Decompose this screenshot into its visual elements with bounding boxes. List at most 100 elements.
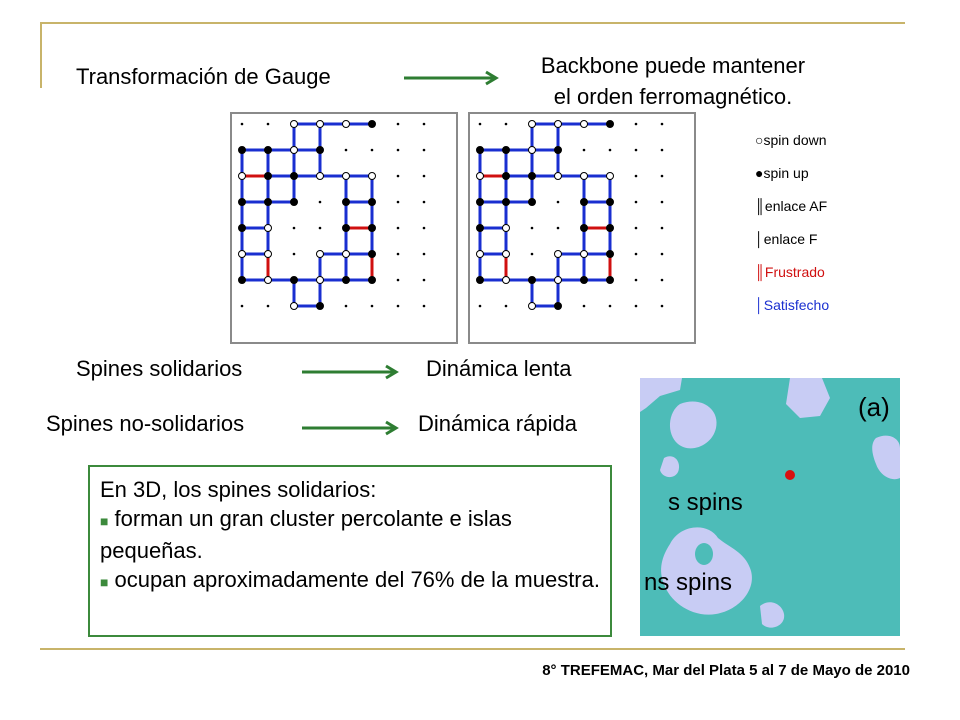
spin-up-site [502, 146, 510, 154]
spin-up-site [528, 172, 536, 180]
spin-down-site [290, 146, 298, 154]
top-rule [40, 22, 905, 24]
island [669, 401, 717, 449]
empty-site [530, 252, 534, 256]
spin-down-site [476, 250, 484, 258]
empty-site [396, 226, 400, 230]
legend-item: ●spin up [755, 165, 809, 181]
spin-up-site [476, 146, 484, 154]
spin-down-site [554, 276, 562, 284]
summary-list: ■forman un gran cluster percolante e isl… [100, 504, 600, 597]
legend-symbol-icon: │ [755, 231, 764, 247]
legend-item: ║enlace AF [755, 198, 827, 214]
spin-up-site [368, 120, 376, 128]
island [872, 435, 900, 480]
spin-down-site [606, 172, 614, 180]
empty-site [240, 122, 244, 126]
fast-dynamics-label: Dinámica rápida [418, 411, 577, 436]
legend-symbol-icon: │ [755, 297, 764, 313]
legend-symbol-icon: ● [755, 165, 764, 181]
empty-site [478, 304, 482, 308]
legend-text: enlace AF [764, 198, 828, 214]
empty-site [396, 200, 400, 204]
legend-text: enlace F [763, 231, 818, 247]
empty-site [396, 278, 400, 282]
empty-site [422, 252, 426, 256]
island [760, 602, 785, 628]
summary-intro: En 3D, los spines solidarios: [100, 477, 377, 502]
empty-site [318, 226, 322, 230]
spin-down-site [502, 276, 510, 284]
empty-site [634, 174, 638, 178]
empty-site [660, 304, 664, 308]
s-spins-label: s spins [668, 489, 743, 516]
spin-up-site [606, 198, 614, 206]
lattice-panel-original [230, 112, 458, 344]
empty-site [608, 148, 612, 152]
square-bullet-icon: ■ [100, 513, 109, 529]
spin-up-site [264, 198, 272, 206]
arrow-icon [302, 364, 399, 380]
spin-up-site [238, 198, 246, 206]
spin-down-site [316, 250, 324, 258]
non-solidary-spins-label: Spines no-solidarios [46, 411, 245, 436]
spin-down-site [342, 120, 350, 128]
backbone-caption-line1: Backbone puede mantener [540, 53, 806, 78]
spin-up-site [606, 276, 614, 284]
spin-down-site [264, 276, 272, 284]
island-hole [695, 543, 713, 565]
bottom-rule [40, 648, 905, 650]
spin-up-site [476, 224, 484, 232]
spin-down-site [342, 172, 350, 180]
spin-up-site [368, 224, 376, 232]
spin-up-site [476, 198, 484, 206]
spin-down-site [368, 172, 376, 180]
spin-up-site [554, 302, 562, 310]
empty-site [608, 304, 612, 308]
spin-down-site [580, 172, 588, 180]
spin-up-site [342, 198, 350, 206]
ns-spins-label: ns spins [644, 569, 732, 596]
empty-site [660, 174, 664, 178]
footer-citation: 8° TREFEMAC, Mar del Plata 5 al 7 de May… [542, 662, 910, 679]
empty-site [396, 304, 400, 308]
arrow-icon [404, 70, 499, 86]
spin-up-site [342, 276, 350, 284]
spin-up-site [290, 276, 298, 284]
gauge-transformation-label: Transformación de Gauge [76, 64, 331, 89]
empty-site [660, 200, 664, 204]
legend-text: spin down [763, 132, 827, 148]
spin-up-site [528, 276, 536, 284]
empty-site [556, 200, 560, 204]
spin-down-site [580, 250, 588, 258]
spin-up-site [554, 146, 562, 154]
summary-box: En 3D, los spines solidarios: ■forman un… [88, 465, 612, 637]
legend-symbol-icon: ○ [755, 132, 764, 148]
marker-dot [785, 470, 795, 480]
empty-site [660, 148, 664, 152]
empty-site [660, 278, 664, 282]
spin-down-site [554, 120, 562, 128]
spin-up-site [606, 224, 614, 232]
empty-site [634, 278, 638, 282]
empty-site [292, 252, 296, 256]
spin-down-site [290, 302, 298, 310]
empty-site [396, 174, 400, 178]
spin-up-site [238, 276, 246, 284]
spin-down-site [264, 224, 272, 232]
spin-down-site [290, 120, 298, 128]
empty-site [344, 148, 348, 152]
empty-site [422, 226, 426, 230]
spin-up-site [368, 198, 376, 206]
spin-down-site [264, 250, 272, 258]
empty-site [370, 148, 374, 152]
panel-label: (a) [858, 392, 890, 422]
empty-site [240, 304, 244, 308]
empty-site [370, 304, 374, 308]
summary-bullet-text: forman un gran cluster percolante e isla… [100, 506, 512, 563]
spin-down-site [316, 120, 324, 128]
spin-up-site [606, 120, 614, 128]
spin-up-site [580, 224, 588, 232]
spin-up-site [290, 198, 298, 206]
spin-down-site [238, 250, 246, 258]
